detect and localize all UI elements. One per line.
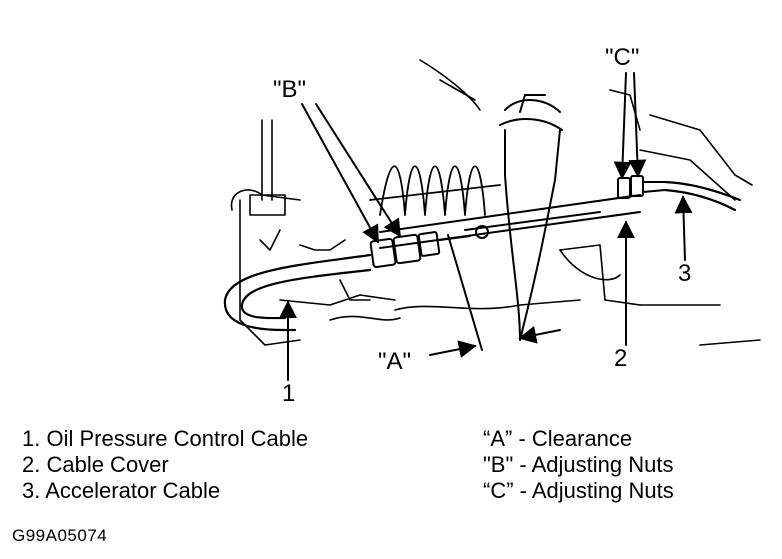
- callout-c: "C": [605, 44, 640, 71]
- oil-pressure-control-cable: [223, 253, 372, 332]
- callout-a: "A": [378, 348, 412, 375]
- callout-leaders: [279, 72, 693, 381]
- legend-parts: 1. Oil Pressure Control Cable 2. Cable C…: [22, 426, 308, 504]
- cable-assembly-illustration: [223, 59, 761, 381]
- return-spring: [369, 165, 501, 216]
- callout-1: 1: [282, 380, 296, 407]
- accelerator-cable: [663, 180, 742, 212]
- legend-item-a: “A” - Clearance: [483, 426, 633, 451]
- adjusting-nuts-b: [369, 225, 489, 269]
- callout-3: 3: [678, 260, 692, 287]
- legend-callouts: “A” - Clearance "B" - Adjusting Nuts “C”…: [483, 426, 674, 504]
- callout-b: "B": [273, 76, 307, 103]
- adjusting-nuts-c: [617, 175, 666, 199]
- legend-item-c: “C” - Adjusting Nuts: [483, 478, 674, 503]
- cable-cover: [379, 194, 641, 249]
- engine-background: [230, 59, 761, 346]
- legend-item-1: 1. Oil Pressure Control Cable: [22, 426, 309, 451]
- hose-clamp: [499, 94, 563, 341]
- legend-item-3: 3. Accelerator Cable: [22, 478, 221, 503]
- figure-code: G99A05074: [12, 526, 108, 545]
- callout-2: 2: [614, 345, 628, 372]
- legend-item-b: "B" - Adjusting Nuts: [483, 452, 674, 477]
- legend-item-2: 2. Cable Cover: [22, 452, 169, 477]
